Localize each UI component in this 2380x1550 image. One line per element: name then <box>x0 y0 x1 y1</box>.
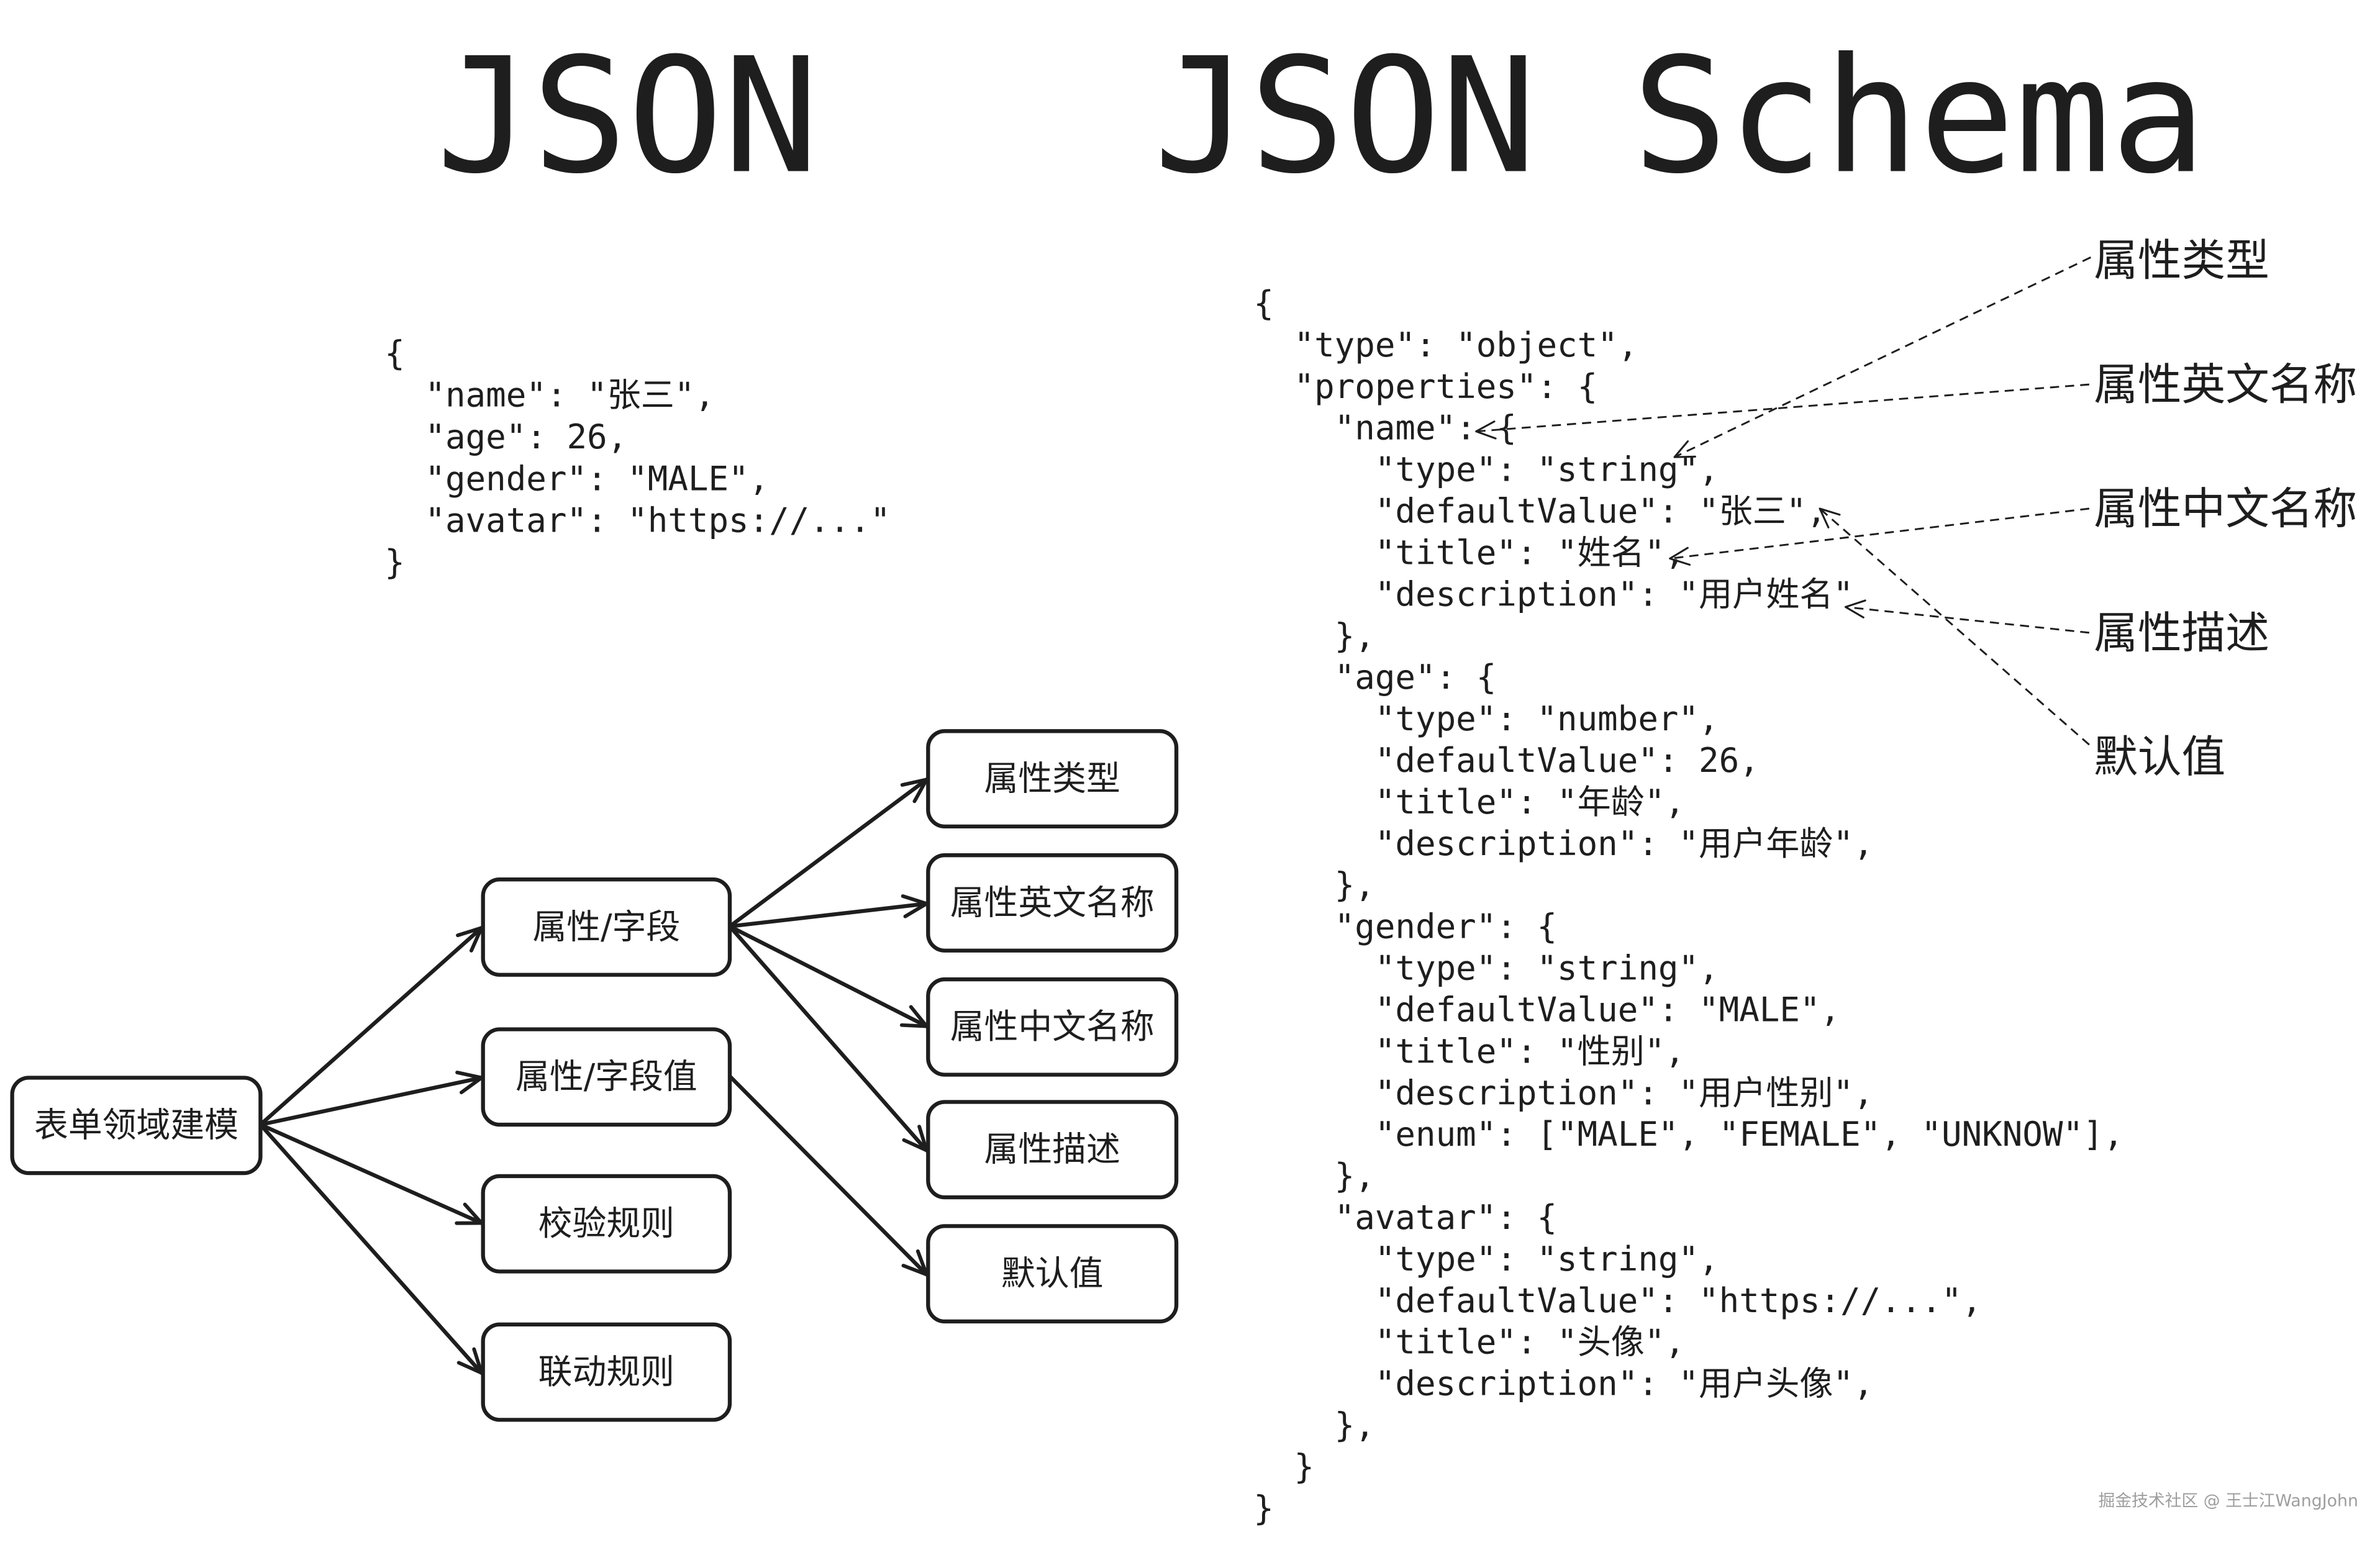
annotation-arrow-attribute-english-name <box>1475 383 2089 440</box>
annotation-label-default-value: 默认值 <box>2094 731 2225 782</box>
annotation-arrow-attribute-type <box>1673 256 2091 458</box>
json-schema-line: "defaultValue": 26, <box>1253 741 1759 780</box>
mind-map-edge <box>258 1122 484 1225</box>
json-schema-line: }, <box>1253 1406 1374 1445</box>
title-json-schema: JSON Schema <box>1154 24 2207 209</box>
json-schema-line: "description": "用户头像", <box>1253 1364 1873 1403</box>
json-example-block: { "name": "张三", "age": 26, "gender": "MA… <box>384 333 890 581</box>
mind-map-node-root: 表单领域建模 <box>10 1076 263 1176</box>
node-label: 属性/字段 <box>532 907 680 946</box>
json-example-line: "avatar": "https://..." <box>384 501 890 540</box>
json-schema-line: { <box>1253 284 1274 323</box>
node-box <box>10 1076 263 1176</box>
mind-map-node-attribute-description: 属性描述 <box>926 1100 1179 1200</box>
node-box <box>926 729 1179 829</box>
node-label: 属性中文名称 <box>950 1007 1155 1046</box>
annotation-label-attribute-english-name: 属性英文名称 <box>2094 359 2357 410</box>
json-schema-line: } <box>1253 1489 1274 1528</box>
json-schema-line: "gender": { <box>1253 907 1557 946</box>
json-schema-line: }, <box>1253 616 1374 655</box>
node-label: 默认值 <box>1001 1253 1104 1293</box>
mind-map: 表单领域建模 属性/字段 属性/字段值 校验规则 联动规则 属性类型 属性英文名… <box>10 729 1179 1422</box>
json-schema-line: "description": "用户性别", <box>1253 1073 1873 1112</box>
json-schema-line: "type": "string", <box>1253 949 1719 988</box>
node-box <box>481 1322 732 1422</box>
json-schema-line: "enum": ["MALE", "FEMALE", "UNKNOW"], <box>1253 1115 2123 1154</box>
mind-map-edge <box>727 894 929 928</box>
json-example-line: "gender": "MALE", <box>384 459 769 498</box>
mind-map-node-attribute-chinese-name: 属性中文名称 <box>926 977 1179 1077</box>
json-schema-block: { "type": "object", "properties": { "nam… <box>1253 284 2123 1528</box>
node-box <box>926 1100 1179 1200</box>
watermark: 掘金技术社区 @ 王士江WangJohn <box>2099 1491 2358 1510</box>
title-json: JSON <box>436 24 819 209</box>
json-schema-line: "title": "头像", <box>1253 1323 1685 1362</box>
json-schema-line: "type": "object", <box>1253 325 1638 365</box>
mind-map-node-attribute-type: 属性类型 <box>926 729 1179 829</box>
json-example-line: "name": "张三", <box>384 376 715 415</box>
json-schema-line: } <box>1253 1447 1314 1486</box>
json-schema-line: "avatar": { <box>1253 1198 1557 1237</box>
json-schema-line: "defaultValue": "MALE", <box>1253 990 1840 1029</box>
node-box <box>926 1224 1179 1324</box>
node-label: 属性类型 <box>984 758 1120 798</box>
node-label: 校验规则 <box>538 1203 674 1243</box>
mind-map-node-attribute-field: 属性/字段 <box>481 877 732 977</box>
json-schema-line: "type": "string", <box>1253 1240 1719 1279</box>
mind-map-node-linkage-rules: 联动规则 <box>481 1322 732 1422</box>
json-schema-line: "properties": { <box>1253 367 1597 406</box>
json-schema-line: "title": "年龄", <box>1253 782 1685 822</box>
mind-map-node-attribute-english-name: 属性英文名称 <box>926 853 1179 953</box>
node-label: 属性英文名称 <box>950 882 1155 922</box>
node-box <box>926 853 1179 953</box>
json-schema-line: }, <box>1253 866 1374 905</box>
json-schema-line: "defaultValue": "https://...", <box>1253 1281 1982 1320</box>
json-schema-line: "type": "number", <box>1253 699 1719 738</box>
node-box <box>481 1174 732 1274</box>
node-box <box>926 977 1179 1077</box>
mind-map-edge <box>258 926 484 1127</box>
mind-map-edge <box>727 924 929 1028</box>
json-example-line: { <box>384 333 405 373</box>
mind-map-node-default-value: 默认值 <box>926 1224 1179 1324</box>
mind-map-edge <box>258 1071 484 1127</box>
json-example-line: } <box>384 543 405 582</box>
json-schema-line: "type": "string", <box>1253 450 1719 489</box>
mind-map-edge <box>727 1074 929 1277</box>
annotations: 属性类型 属性英文名称 属性中文名称 属性描述 默认值 <box>1475 235 2357 782</box>
node-label: 属性描述 <box>984 1130 1120 1169</box>
json-schema-line: "age": { <box>1253 658 1496 697</box>
mind-map-node-validation-rules: 校验规则 <box>481 1174 732 1274</box>
json-schema-line: "name": { <box>1253 409 1517 448</box>
annotation-label-attribute-description: 属性描述 <box>2094 607 2269 658</box>
node-box <box>481 877 732 977</box>
json-schema-line: "description": "用户姓名" <box>1253 574 1853 614</box>
json-schema-line: "title": "性别", <box>1253 1031 1685 1071</box>
node-label: 联动规则 <box>538 1352 674 1392</box>
node-label: 表单领域建模 <box>34 1105 238 1145</box>
mind-map-edge <box>727 924 929 1153</box>
annotation-arrow-attribute-description <box>1844 599 2090 634</box>
mind-map-edge <box>727 777 929 928</box>
mind-map-node-attribute-field-value: 属性/字段值 <box>481 1027 732 1127</box>
annotation-arrow-attribute-chinese-name <box>1669 507 2090 566</box>
json-schema-line: "description": "用户年龄", <box>1253 824 1873 863</box>
annotation-label-attribute-chinese-name: 属性中文名称 <box>2094 483 2357 534</box>
node-label: 属性/字段值 <box>516 1057 697 1097</box>
annotation-label-attribute-type: 属性类型 <box>2094 235 2269 286</box>
json-schema-line: }, <box>1253 1156 1374 1195</box>
json-schema-line: "defaultValue": "张三", <box>1253 492 1827 531</box>
node-box <box>481 1027 732 1127</box>
mind-map-edge <box>258 1122 484 1375</box>
json-example-line: "age": 26, <box>384 417 627 456</box>
json-schema-line: "title": "姓名", <box>1253 533 1685 572</box>
